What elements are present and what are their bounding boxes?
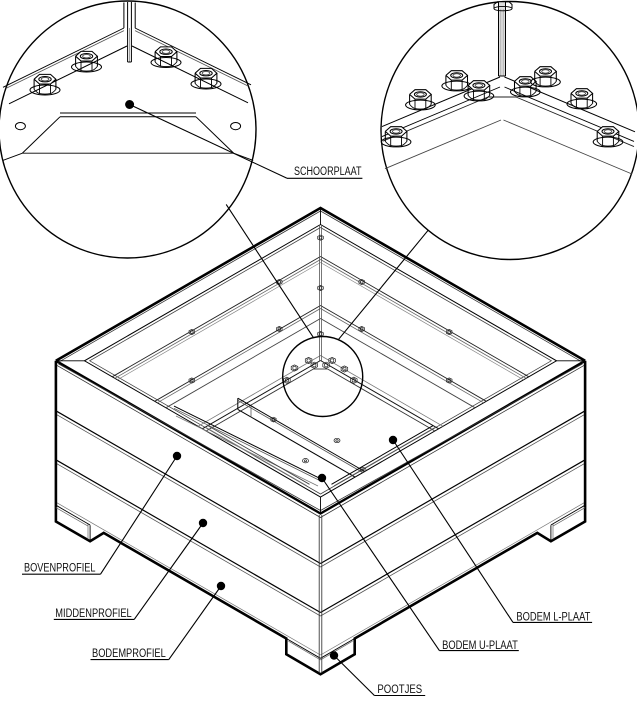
svg-text:BODEMPROFIEL: BODEMPROFIEL: [92, 646, 166, 660]
svg-text:POOTJES: POOTJES: [377, 682, 422, 696]
svg-text:BODEM U-PLAAT: BODEM U-PLAAT: [442, 638, 518, 652]
svg-text:SCHOORPLAAT: SCHOORPLAAT: [294, 164, 362, 178]
svg-text:BOVENPROFIEL: BOVENPROFIEL: [24, 561, 96, 575]
svg-text:BODEM L-PLAAT: BODEM L-PLAAT: [516, 610, 590, 624]
svg-text:MIDDENPROFIEL: MIDDENPROFIEL: [55, 606, 132, 620]
